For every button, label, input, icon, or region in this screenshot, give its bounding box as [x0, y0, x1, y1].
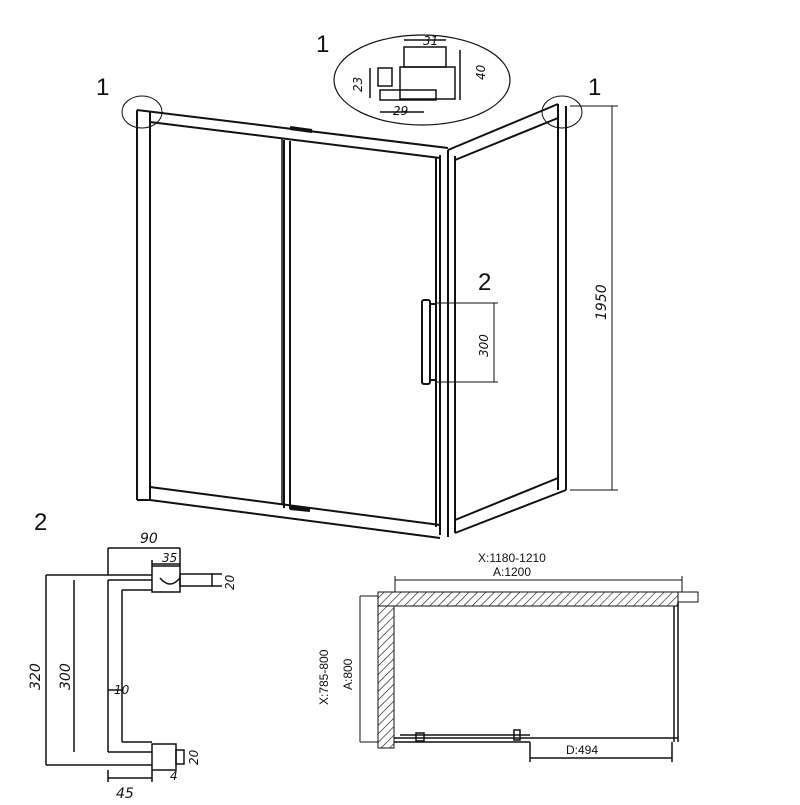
left-wall-profile — [136, 110, 151, 501]
callout-circle-left — [121, 95, 163, 129]
handle-height-dimension — [436, 302, 498, 383]
bottom-rail — [149, 486, 441, 539]
callout-circle-right — [541, 95, 583, 129]
callout-2-handle: 2 — [478, 269, 491, 296]
overall-height-dimension — [570, 105, 618, 491]
callout-1-right: 1 — [588, 74, 601, 101]
plan-a-depth: A:800 — [341, 658, 355, 690]
bar-diameter-value: 10 — [114, 683, 130, 697]
bracket-width-value: 35 — [162, 551, 177, 565]
top-rail — [136, 109, 449, 159]
back-wall — [377, 591, 679, 607]
wall-end — [677, 591, 699, 603]
grip-length-value: 300 — [58, 663, 74, 690]
overall-length-value: 320 — [28, 663, 44, 690]
bracket-bottom-value: 20 — [187, 749, 201, 765]
handle-height-value: 300 — [477, 334, 491, 357]
plan-door-opening: D:494 — [566, 743, 598, 757]
base-width-value: 45 — [116, 786, 134, 800]
plan-view: X:1180-1210 A:1200 X:785-800 A:800 — [317, 551, 699, 762]
handle-depth-value: 90 — [140, 531, 158, 547]
fixed-glass-panel — [149, 122, 283, 505]
corner-post — [439, 150, 456, 537]
door-handle — [421, 299, 436, 385]
profile-detail-1: 1 31 23 40 29 — [316, 31, 511, 126]
profile-width-bottom: 29 — [393, 104, 408, 118]
callout-2-detail: 2 — [34, 509, 47, 536]
sliding-door — [283, 140, 437, 527]
screw-value: 4 — [170, 769, 178, 783]
callout-1-detail: 1 — [316, 31, 329, 58]
enclosure-3d-view: 1 1 300 2 1950 — [96, 74, 618, 539]
plan-x-depth: X:785-800 — [317, 649, 331, 705]
overall-height-value: 1950 — [594, 284, 610, 320]
side-panel — [447, 103, 567, 534]
side-wall — [377, 605, 395, 749]
bracket-top-value: 20 — [223, 574, 237, 590]
callout-1-left: 1 — [96, 74, 109, 101]
plan-a-width: A:1200 — [493, 565, 531, 579]
handle-detail-2: 2 — [28, 509, 237, 802]
profile-width-top: 31 — [423, 34, 438, 48]
profile-height-left: 23 — [351, 77, 365, 92]
profile-height-right: 40 — [474, 64, 488, 80]
plan-x-width: X:1180-1210 — [478, 551, 546, 565]
